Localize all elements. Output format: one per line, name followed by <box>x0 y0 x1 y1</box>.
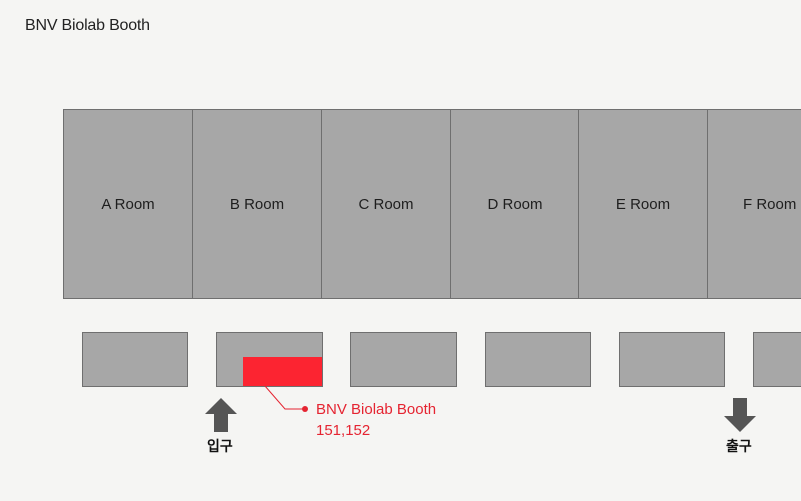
room-e-label: E Room <box>615 195 671 213</box>
booth-block-6[interactable] <box>753 332 801 387</box>
room-a-label: A Room <box>101 195 155 213</box>
room-c-label: C Room <box>358 195 414 213</box>
booth-callout: BNV Biolab Booth 151,152 <box>316 399 436 441</box>
room-f-label: F Room <box>743 195 797 213</box>
page-title: BNV Biolab Booth <box>25 17 150 34</box>
arrow-up-icon <box>205 398 237 432</box>
entrance-label: 입구 <box>207 438 233 454</box>
room-d-label: D Room <box>487 195 543 213</box>
room-f[interactable]: F Room <box>707 109 801 299</box>
arrow-down-icon <box>724 398 756 432</box>
highlighted-booth[interactable] <box>243 357 322 386</box>
booth-block-4[interactable] <box>485 332 591 387</box>
room-c[interactable]: C Room <box>321 109 451 299</box>
booth-block-3[interactable] <box>350 332 457 387</box>
exit-label: 출구 <box>726 438 752 454</box>
booth-name: BNV Biolab Booth <box>316 401 437 418</box>
booth-number: 151,152 <box>316 422 371 439</box>
booth-block-1[interactable] <box>82 332 188 387</box>
booth-block-5[interactable] <box>619 332 725 387</box>
room-b-label: B Room <box>229 195 285 213</box>
room-e[interactable]: E Room <box>578 109 708 299</box>
room-d[interactable]: D Room <box>450 109 580 299</box>
